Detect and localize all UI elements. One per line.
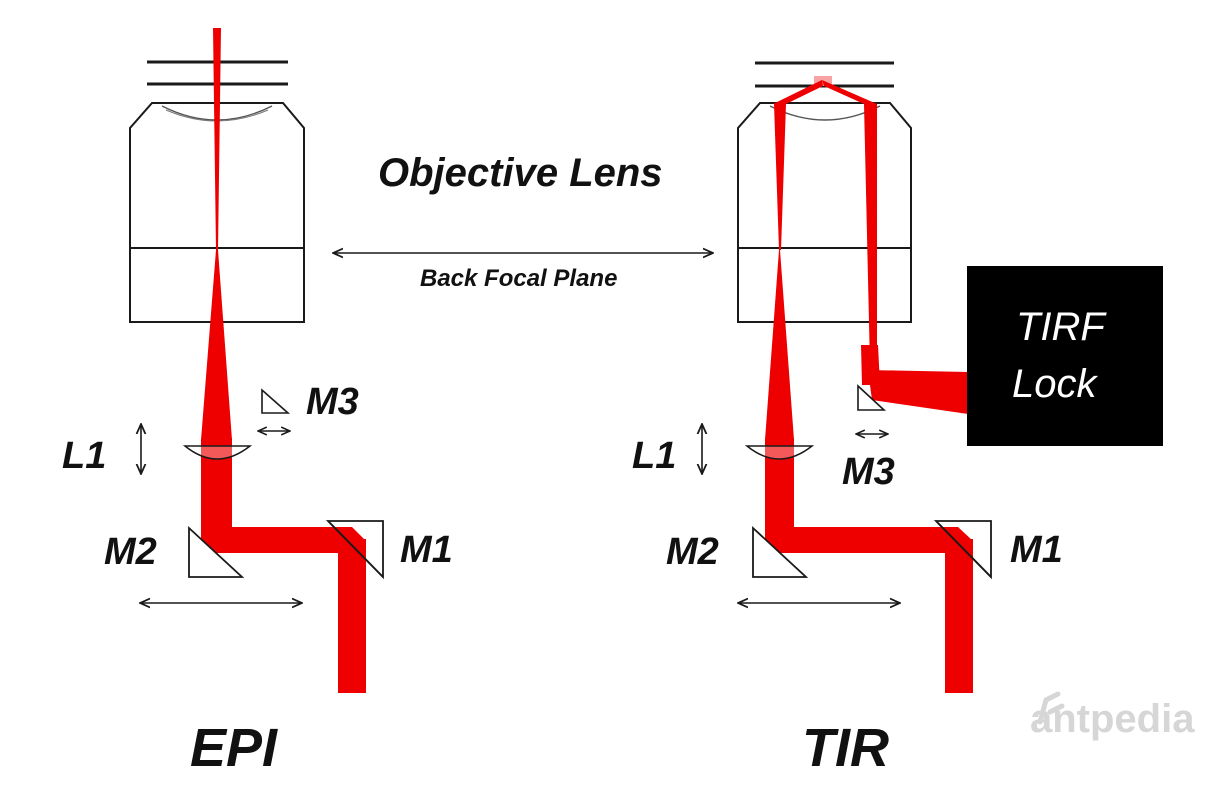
tirf-lock-label-line1: TIRF: [1016, 305, 1107, 349]
tir-label-m3: M3: [842, 451, 895, 493]
epi-mirror-m2: [188, 525, 245, 578]
tir-mirror-m3: [857, 384, 887, 411]
objective-lens-label: Objective Lens: [378, 151, 663, 195]
epi-laser-beam: [201, 28, 366, 693]
epi-label-m1: M1: [400, 529, 453, 571]
tir-label-m2: M2: [666, 531, 719, 573]
tir-setup: TIRF Lock L1 M3 M2 M1 TIR: [632, 61, 1163, 778]
tirf-lock-box: [967, 266, 1163, 446]
tir-label-m1: M1: [1010, 529, 1063, 571]
back-focal-plane-label: Back Focal Plane: [420, 265, 617, 292]
epi-setup: L1 M3 M2 M1 EPI: [62, 28, 453, 778]
watermark-text: antpedia: [1030, 697, 1195, 741]
epi-label-m2: M2: [104, 531, 157, 573]
tir-title: TIR: [802, 718, 889, 778]
tir-label-l1: L1: [632, 435, 676, 477]
watermark: antpedia: [1030, 691, 1195, 741]
tir-objective-body: [737, 102, 912, 323]
antpedia-logo-icon: [1037, 691, 1065, 725]
tirf-lock-label-line2: Lock: [1012, 362, 1098, 406]
tir-lens-l1: [744, 445, 815, 460]
epi-title: EPI: [190, 718, 278, 778]
epi-mirror-m3: [261, 388, 291, 414]
epi-lens-l1: [182, 445, 253, 460]
epi-label-m3: M3: [306, 381, 359, 423]
tir-mirror-m2: [752, 525, 809, 578]
epi-label-l1: L1: [62, 435, 106, 477]
